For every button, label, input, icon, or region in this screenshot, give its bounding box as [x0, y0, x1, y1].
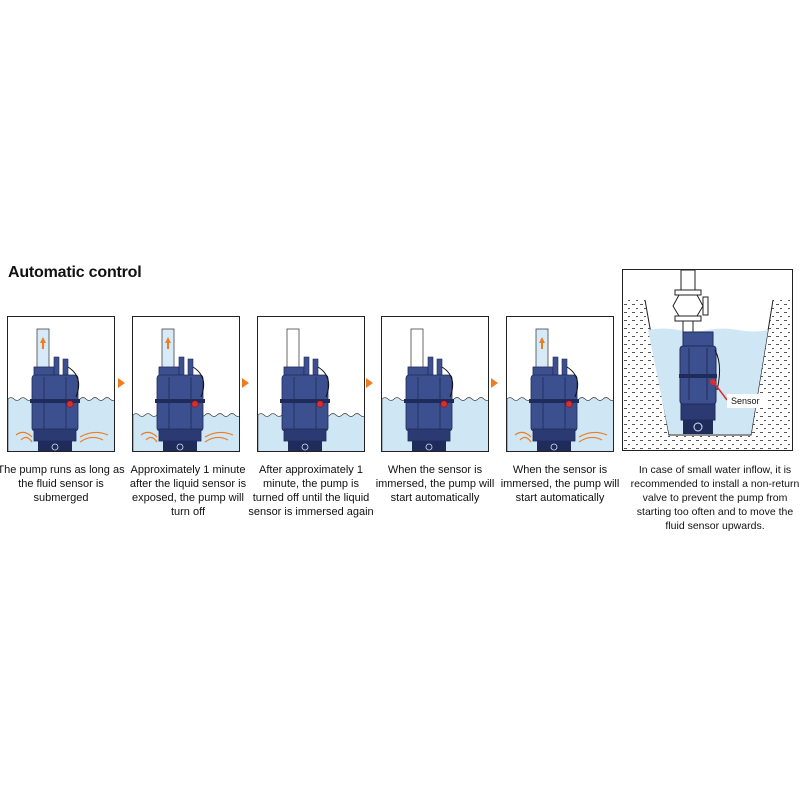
next-step-arrow-icon — [242, 378, 249, 388]
step-panel-4 — [381, 316, 489, 452]
step-caption-2: Approximately 1 minute after the liquid … — [129, 464, 247, 518]
step-panel-3 — [257, 316, 365, 452]
pump-inlet — [38, 441, 72, 451]
pump-band — [529, 399, 579, 403]
inlet-ring — [425, 443, 433, 451]
pump-diagram — [382, 328, 488, 451]
installation-caption: In case of small water inflow, it is rec… — [630, 464, 800, 532]
pump-diagram — [258, 328, 364, 451]
sensor — [191, 400, 199, 408]
pump-inlet — [537, 441, 571, 451]
cable — [441, 366, 454, 398]
pump-band — [404, 399, 454, 403]
sensor — [565, 400, 573, 408]
sensor — [316, 400, 324, 408]
discharge-pipe — [410, 328, 424, 370]
flow-up-arrow-icon — [40, 337, 46, 349]
pump-base — [283, 428, 327, 442]
pump-handle — [303, 356, 310, 376]
pump-base — [407, 428, 451, 442]
suction-arrow-icon — [204, 431, 234, 438]
suction-arrow-icon — [578, 436, 603, 443]
pump-band — [280, 399, 330, 403]
cable — [192, 366, 205, 398]
pump-handle — [552, 356, 559, 376]
installation-panel: Sensor — [622, 269, 793, 451]
inlet-ring — [51, 443, 59, 451]
flow-up-arrow-icon — [165, 337, 171, 349]
suction-arrow-icon — [79, 431, 109, 438]
suction-arrow-icon — [140, 431, 158, 438]
step-panel-5 — [506, 316, 614, 452]
suction-arrow-icon — [514, 431, 532, 438]
pump-base — [532, 428, 576, 442]
pump-handle — [178, 356, 185, 376]
next-step-arrow-icon — [491, 378, 498, 388]
suction-arrow-icon — [145, 436, 158, 443]
cable — [566, 366, 579, 398]
step-panel-2 — [132, 316, 240, 452]
step-panel-1 — [7, 316, 115, 452]
pump-diagram — [133, 328, 239, 451]
cable — [67, 366, 80, 398]
inlet-ring — [550, 443, 558, 451]
sensor — [66, 400, 74, 408]
suction-arrow-icon — [15, 431, 33, 438]
step-caption-5: When the sensor is immersed, the pump wi… — [500, 464, 620, 504]
pump-handle — [427, 356, 434, 376]
cable — [317, 366, 330, 398]
step-caption-4: When the sensor is immersed, the pump wi… — [375, 464, 495, 504]
pump-handle — [187, 358, 194, 376]
pump-inlet — [412, 441, 446, 451]
suction-arrow-icon — [519, 436, 532, 443]
pump-handle — [436, 358, 443, 376]
step-caption-3: After approximately 1 minute, the pump i… — [248, 464, 374, 518]
pump-base — [33, 428, 77, 442]
pump-diagram — [8, 328, 114, 451]
installation-diagram — [623, 270, 792, 450]
discharge-pipe — [286, 328, 300, 370]
pump-base — [158, 428, 202, 442]
pump-band — [155, 399, 205, 403]
flow-up-arrow-icon — [539, 337, 545, 349]
step-caption-1: The pump runs as long as the fluid senso… — [0, 464, 125, 504]
suction-arrow-icon — [204, 436, 229, 443]
pump-band — [30, 399, 80, 403]
pump-handle — [312, 358, 319, 376]
sensor-label: Sensor — [731, 396, 760, 406]
pump-handle — [62, 358, 69, 376]
inlet-ring — [176, 443, 184, 451]
pump-handle — [561, 358, 568, 376]
pump-handle — [53, 356, 60, 376]
suction-arrow-icon — [578, 431, 608, 438]
pump-diagram — [507, 328, 613, 451]
next-step-arrow-icon — [118, 378, 125, 388]
suction-arrow-icon — [20, 436, 33, 443]
page-title: Automatic control — [8, 264, 142, 281]
sensor — [440, 400, 448, 408]
next-step-arrow-icon — [366, 378, 373, 388]
inlet-ring — [301, 443, 309, 451]
pump-inlet — [163, 441, 197, 451]
suction-arrow-icon — [79, 436, 104, 443]
pump-inlet — [288, 441, 322, 451]
